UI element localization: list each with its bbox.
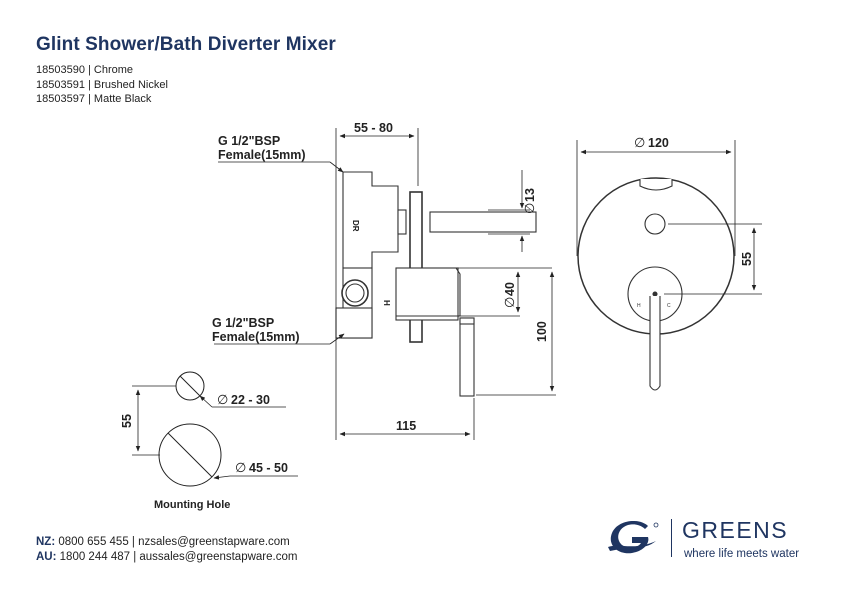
mounting-holes — [132, 371, 298, 487]
variant-brushed-nickel: 18503591 | Brushed Nickel — [36, 78, 168, 91]
dia-symbol-mount-small: ∅ — [217, 392, 228, 407]
diverter-knob — [644, 213, 666, 235]
dia-symbol-plate: ∅ — [634, 135, 645, 150]
dim-depth-label: 55 - 80 — [354, 121, 393, 135]
dim-plate-label: 120 — [648, 136, 669, 150]
dim-height-label: 100 — [535, 321, 549, 342]
thread-bottom-label-2: Female(15mm) — [212, 330, 300, 344]
mark-h: H — [382, 300, 391, 306]
thread-bottom-label-1: G 1/2"BSP — [212, 316, 274, 330]
front-view — [577, 177, 735, 391]
mark-c-front: C — [667, 303, 671, 309]
logo-separator — [671, 519, 672, 557]
variant-chrome: 18503590 | Chrome — [36, 64, 134, 76]
dim-length-label: 115 — [396, 419, 416, 433]
variant-list: 18503590 | Chrome 18503591 | Brushed Nic… — [36, 63, 168, 107]
mount-spacing-label: 55 — [120, 414, 134, 428]
dia-symbol-handle: ∅ — [502, 297, 517, 308]
dim-handle-label: 40 — [503, 282, 517, 296]
au-text: 1800 244 487 | aussales@greenstapware.co… — [59, 551, 298, 563]
brand-logo: GREENS where life meets water — [604, 513, 814, 565]
dia-symbol-spout: ∅ — [522, 203, 537, 214]
dia-symbol-mount-large: ∅ — [235, 460, 246, 475]
dim-centers-label: 55 — [740, 252, 754, 266]
variant-matte-black: 18503597 | Matte Black — [36, 93, 152, 105]
mark-dr: DR — [351, 220, 360, 232]
mount-large-label: 45 - 50 — [249, 461, 288, 475]
nz-label: NZ: — [36, 536, 56, 548]
lever — [459, 317, 475, 397]
brand-tagline: where life meets water — [684, 548, 800, 560]
greens-logo-icon — [608, 520, 659, 554]
page-title: Glint Shower/Bath Diverter Mixer — [36, 34, 336, 55]
brand-name: GREENS — [682, 517, 789, 543]
mark-h-front: H — [637, 303, 641, 309]
front-lever — [649, 296, 661, 391]
thread-top-label-1: G 1/2"BSP — [218, 134, 280, 148]
dim-spout-label: 13 — [523, 188, 537, 202]
handle-body — [395, 267, 459, 321]
thread-top-label-2: Female(15mm) — [218, 148, 306, 162]
spout-pipe — [429, 211, 537, 233]
side-view — [335, 171, 537, 397]
contact-au: AU: 1800 244 487 | aussales@greenstapwar… — [36, 550, 297, 565]
contact-block: NZ: 0800 655 455 | nzsales@greenstapware… — [36, 535, 297, 565]
nz-text: 0800 655 455 | nzsales@greenstapware.com — [58, 536, 290, 548]
mount-small-label: 22 - 30 — [231, 393, 270, 407]
au-label: AU: — [36, 551, 57, 563]
contact-nz: NZ: 0800 655 455 | nzsales@greenstapware… — [36, 535, 297, 550]
mount-caption: Mounting Hole — [154, 499, 230, 511]
